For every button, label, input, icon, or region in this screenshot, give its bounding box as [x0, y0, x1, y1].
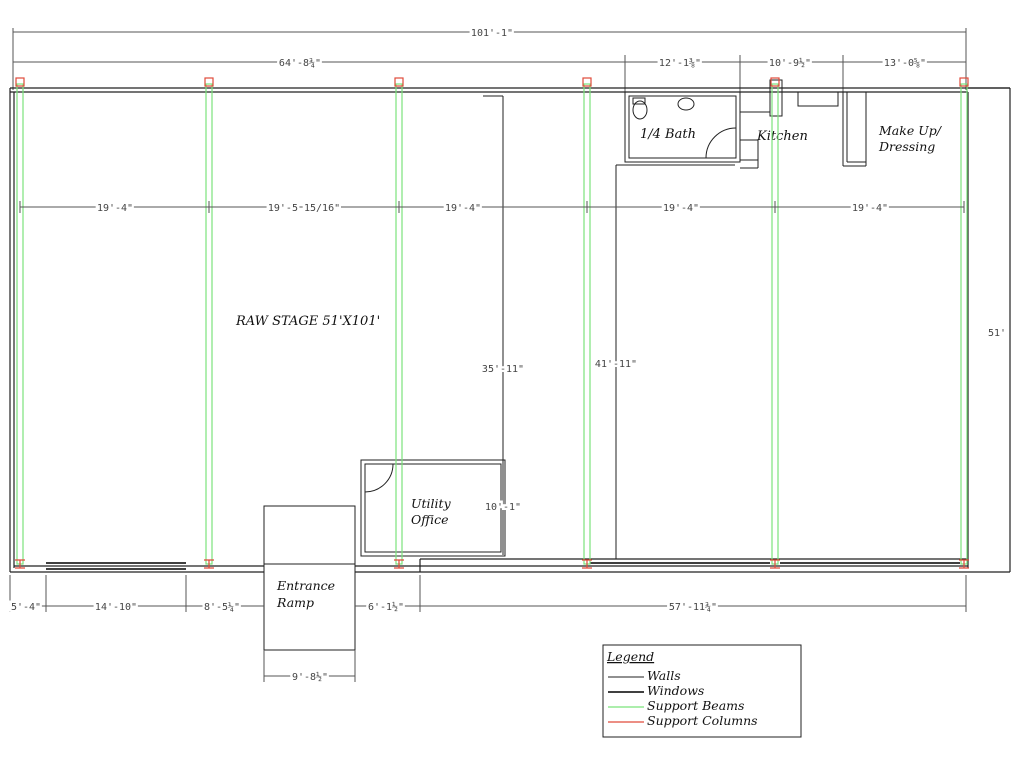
room-utility-line1: Utility: [411, 496, 452, 511]
room-makeup-line1: Make Up/: [878, 123, 943, 138]
entrance-ramp: [263, 505, 356, 651]
support-column: [204, 559, 214, 569]
dim-utility-depth: 10'-1": [485, 502, 521, 513]
support-column: [582, 77, 592, 87]
room-bath: 1/4 Bath: [640, 127, 696, 142]
support-column: [394, 77, 404, 87]
support-column: [15, 77, 25, 87]
dim-kitchen-width: 10'-9½": [769, 57, 811, 69]
support-column: [770, 559, 780, 569]
support-beam: [771, 83, 779, 565]
dim-bottom-b: 14'-10": [95, 602, 137, 613]
room-utility-line2: Office: [411, 512, 449, 527]
windows: [46, 562, 960, 570]
support-beam: [395, 83, 403, 565]
room-entrance-line1: Entrance: [276, 578, 335, 593]
legend: Legend Walls Windows Support Beams Suppo…: [602, 644, 802, 738]
room-kitchen: Kitchen: [756, 129, 808, 144]
support-beam: [16, 83, 24, 565]
support-columns: [15, 77, 969, 569]
dim-bath-width: 12'-1⅜": [659, 57, 701, 69]
dim-bay-4: 19'-4": [663, 203, 699, 214]
dim-stage-span: 64'-8¾": [279, 57, 321, 69]
kitchen-fixtures: [739, 79, 839, 169]
support-column: [959, 77, 969, 87]
utility-office: [360, 459, 506, 557]
dim-makeup-width: 13'-0⅝": [884, 57, 926, 69]
support-column: [204, 77, 214, 87]
bay-dimensions: [19, 201, 965, 213]
office-door-swing-icon: [364, 463, 394, 493]
room-makeup-line2: Dressing: [878, 139, 935, 154]
interior-walls: [483, 95, 735, 559]
dim-mid-depth-b: 41'-11": [595, 359, 637, 370]
support-beam: [960, 83, 968, 565]
dim-bottom-a: 5'-4": [11, 602, 41, 613]
support-beams: [16, 83, 968, 565]
support-column: [770, 77, 780, 87]
dim-bottom-e: 57'-11¾": [669, 601, 717, 613]
door-swing-icon: [705, 127, 737, 159]
support-column: [15, 559, 25, 569]
dim-bay-1: 19'-4": [97, 203, 133, 214]
legend-item-beams: Support Beams: [647, 698, 744, 713]
support-column: [959, 559, 969, 569]
dim-mid-depth-a: 35'-11": [482, 364, 524, 375]
legend-item-walls: Walls: [647, 668, 681, 683]
dim-bay-3: 19'-4": [445, 203, 481, 214]
legend-item-windows: Windows: [647, 683, 704, 698]
bottom-dimensions: [9, 575, 967, 682]
support-column: [582, 559, 592, 569]
makeup-room: [842, 92, 867, 167]
dim-bay-5: 19'-4": [852, 203, 888, 214]
legend-item-columns: Support Columns: [647, 713, 758, 728]
top-dimensions: [12, 28, 967, 92]
dim-ramp-width: 9'-8½": [292, 671, 328, 683]
dim-bay-2: 19'-5 15/16": [268, 203, 340, 214]
support-beam: [205, 83, 213, 565]
outer-walls: [9, 87, 1011, 573]
bathroom: [624, 91, 741, 163]
support-column: [394, 559, 404, 569]
dim-overall-depth: 51': [988, 328, 1006, 339]
dim-bottom-d: 6'-1½": [368, 601, 404, 613]
room-entrance-line2: Ramp: [276, 595, 314, 610]
toilet-icon: [632, 100, 648, 120]
legend-title: Legend: [606, 649, 654, 664]
room-stage: RAW STAGE 51'X101': [235, 314, 380, 329]
support-beam: [583, 83, 591, 565]
dim-bottom-c: 8'-5¼": [204, 601, 240, 613]
sink-icon: [677, 97, 695, 111]
dim-overall-width: 101'-1": [471, 28, 513, 39]
